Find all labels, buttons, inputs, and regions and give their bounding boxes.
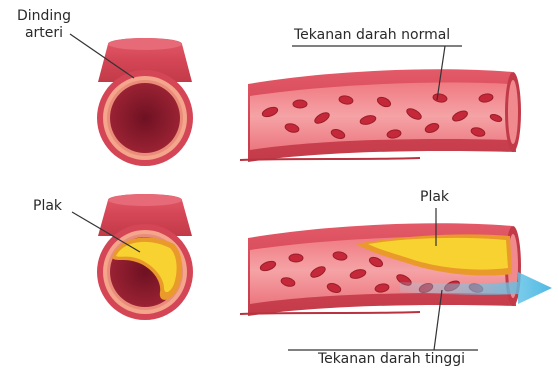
label-dinding-arteri: Dinding arteri (12, 8, 76, 42)
label-plak-longitudinal: Plak (420, 189, 449, 206)
label-tekanan-darah-normal: Tekanan darah normal (294, 27, 450, 44)
artery-long-plaque (240, 223, 552, 316)
artery-cross-section-normal (97, 38, 193, 166)
artery-long-normal (240, 69, 521, 162)
artery-cross-section-plaque (97, 194, 193, 320)
label-plak-cross-section: Plak (33, 198, 62, 215)
label-tekanan-darah-tinggi: Tekanan darah tinggi (318, 351, 465, 368)
